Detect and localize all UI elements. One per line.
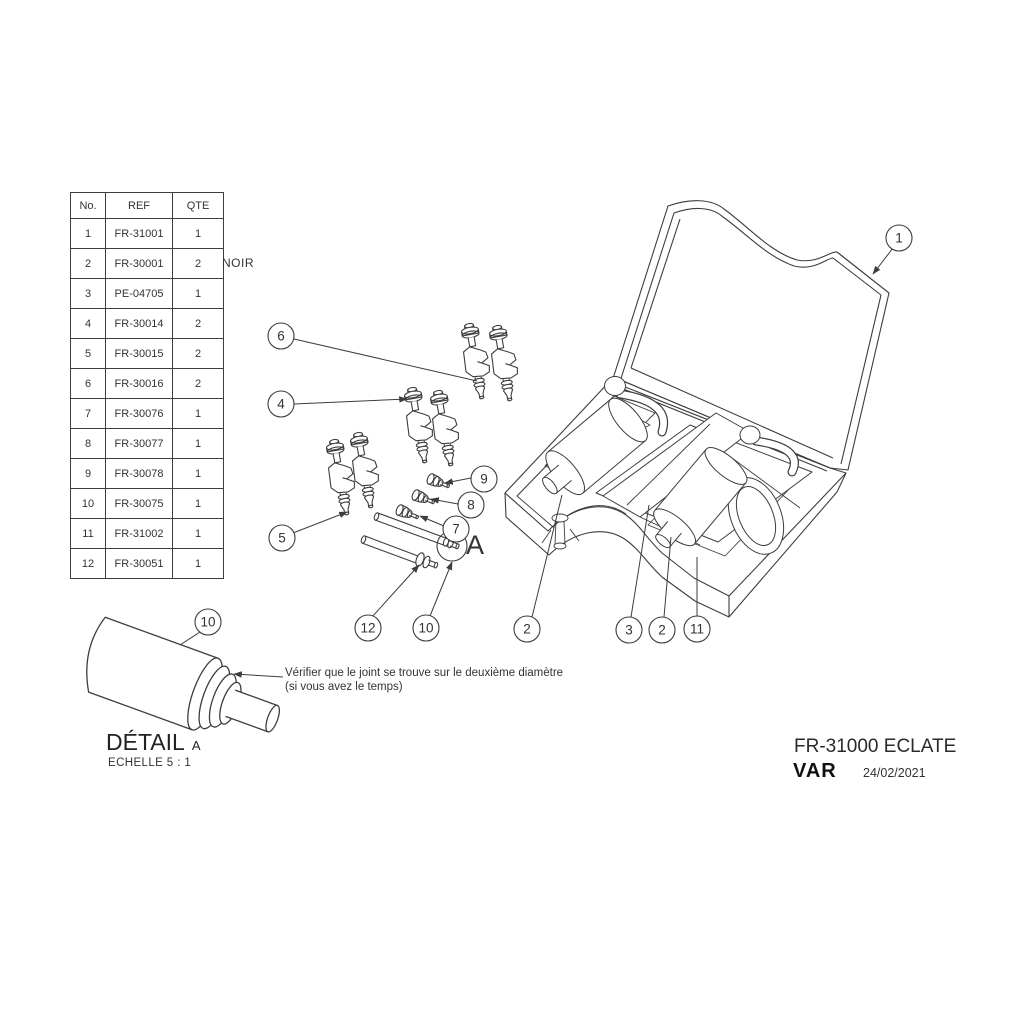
note-line-1: Vérifier que le joint se trouve sur le d… [285, 667, 564, 679]
svg-text:8: 8 [467, 498, 475, 513]
plug-parts [394, 472, 452, 524]
svg-text:7: 7 [452, 522, 460, 537]
callout-9: 9 [470, 465, 498, 493]
detail-a-marker-label: A [466, 530, 485, 560]
svg-text:10: 10 [418, 621, 433, 636]
detail-title-text: DÉTAIL [106, 729, 185, 755]
col-header-qte: QTE [172, 192, 224, 219]
tool-right [653, 425, 799, 555]
detail-view-title: DÉTAIL A [106, 729, 201, 756]
svg-text:11: 11 [690, 622, 704, 637]
col-header-ref: REF [105, 192, 173, 219]
case-lid [612, 200, 890, 471]
callout-10: 10 [412, 614, 440, 642]
callout-bubbles: 1 6 4 5 9 8 7 [194, 224, 913, 644]
callout-6: 6 [267, 322, 295, 350]
drawing-author: VAR [793, 760, 837, 782]
detail-title-sub: A [191, 738, 201, 753]
svg-text:1: 1 [895, 231, 903, 246]
svg-text:5: 5 [278, 531, 286, 546]
joint-check-note: Vérifier que le joint se trouve sur le d… [285, 667, 563, 694]
detail-scale-label: ECHELLE 5 : 1 [108, 757, 192, 769]
svg-text:2: 2 [658, 623, 666, 638]
col-header-no: No. [70, 192, 106, 219]
callout-2: 2 [513, 615, 541, 643]
callout-4: 4 [267, 390, 295, 418]
drawing-date: 24/02/2021 [863, 766, 926, 780]
rod-parts [360, 512, 468, 569]
callout-12: 12 [354, 614, 382, 642]
noir-color-note: NOIR [222, 256, 254, 270]
callout-1: 1 [885, 224, 913, 252]
callout-7: 7 [442, 515, 470, 543]
leader-lines [179, 247, 894, 678]
callout-5: 5 [268, 524, 296, 552]
note-line-2: (si vous avez le temps) [285, 680, 403, 693]
drawing-title: FR-31000 ECLATE [794, 736, 957, 757]
table-header-row: No. REF QTE [70, 192, 224, 219]
svg-text:9: 9 [480, 472, 488, 487]
callout-10-detail: 10 [194, 608, 222, 636]
svg-text:10: 10 [200, 615, 215, 630]
svg-text:12: 12 [360, 621, 375, 636]
tray-contents [541, 376, 813, 557]
callout-3: 3 [615, 616, 643, 644]
svg-text:6: 6 [277, 329, 285, 344]
callout-11: 11 [683, 615, 711, 643]
svg-text:4: 4 [277, 397, 285, 412]
tool-left [542, 376, 668, 496]
callout-8: 8 [457, 491, 485, 519]
svg-text:2: 2 [523, 622, 531, 637]
svg-text:3: 3 [625, 623, 633, 638]
detail-view [86, 616, 281, 733]
callout-2b: 2 [648, 616, 676, 644]
